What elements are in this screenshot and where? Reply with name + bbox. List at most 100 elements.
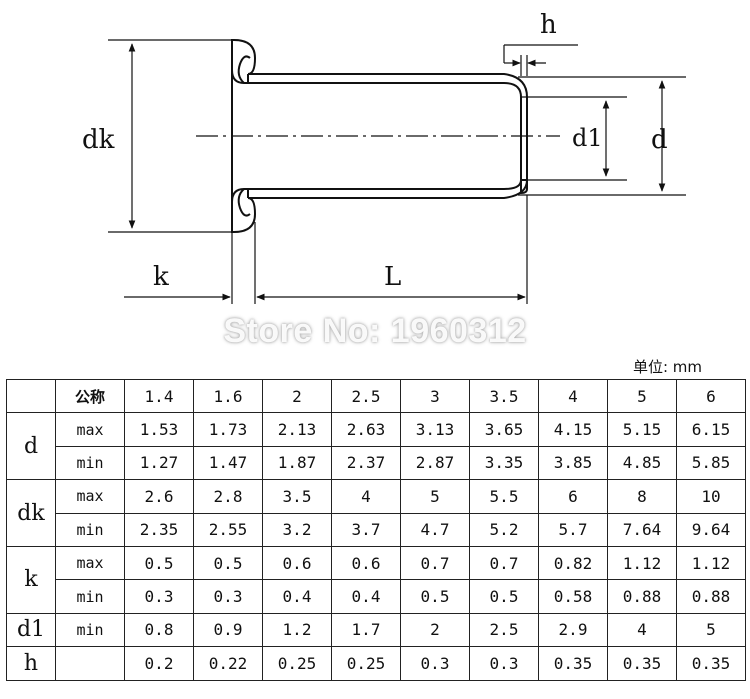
value-cell: 5 <box>676 612 746 648</box>
store-watermark: Store No: 1960312 <box>223 312 527 350</box>
group-label-h: h <box>6 646 56 681</box>
value-cell: 0.5 <box>469 579 539 614</box>
value-cell: 0.5 <box>193 545 263 581</box>
value-cell: 0.5 <box>124 545 194 581</box>
value-cell: 0.25 <box>331 646 401 681</box>
value-cell: 0.22 <box>193 646 263 681</box>
value-cell: 5 <box>400 479 470 514</box>
value-cell: 6 <box>538 479 608 514</box>
sub-label: max <box>55 479 125 514</box>
value-cell: 0.7 <box>400 545 470 581</box>
sub-label: max <box>55 545 125 581</box>
sub-label: min <box>55 512 125 547</box>
sub-label <box>55 646 125 681</box>
value-cell: 0.88 <box>676 579 746 614</box>
value-cell: 6.15 <box>676 412 746 447</box>
label-k: k <box>153 262 169 292</box>
value-cell: 5.2 <box>469 512 539 547</box>
d1-dimension <box>521 96 627 181</box>
value-cell: 2.63 <box>331 412 401 447</box>
value-cell: 2.8 <box>193 479 263 514</box>
value-cell: 2.55 <box>193 512 263 547</box>
value-cell: 0.3 <box>124 579 194 614</box>
value-cell: 1.7 <box>331 612 401 648</box>
label-h: h <box>540 10 557 40</box>
sub-label: min <box>55 445 125 481</box>
size-header: 1.6 <box>193 378 263 414</box>
value-cell: 0.3 <box>193 579 263 614</box>
d-dimension <box>518 76 686 196</box>
group-label-dk: dk <box>6 479 56 547</box>
size-header: 6 <box>676 378 746 414</box>
value-cell: 0.82 <box>538 545 608 581</box>
value-cell: 1.53 <box>124 412 194 447</box>
value-cell: 8 <box>607 479 677 514</box>
h-dimension <box>503 44 578 76</box>
label-d1: d1 <box>572 124 603 152</box>
label-d: d <box>651 125 668 155</box>
value-cell: 0.3 <box>400 646 470 681</box>
value-cell: 2.9 <box>538 612 608 648</box>
group-label-d1: d1 <box>6 612 56 648</box>
value-cell: 0.7 <box>469 545 539 581</box>
value-cell: 0.6 <box>262 545 332 581</box>
group-label-k: k <box>6 545 56 614</box>
value-cell: 3.65 <box>469 412 539 447</box>
value-cell: 2.13 <box>262 412 332 447</box>
value-cell: 0.35 <box>538 646 608 681</box>
value-cell: 7.64 <box>607 512 677 547</box>
size-header: 1.4 <box>124 378 194 414</box>
value-cell: 5.7 <box>538 512 608 547</box>
value-cell: 2 <box>400 612 470 648</box>
value-cell: 0.35 <box>676 646 746 681</box>
value-cell: 1.87 <box>262 445 332 481</box>
value-cell: 3.13 <box>400 412 470 447</box>
nominal-label: 公称 <box>55 378 125 414</box>
label-L: L <box>384 262 401 292</box>
size-header: 2 <box>262 378 332 414</box>
value-cell: 0.6 <box>331 545 401 581</box>
value-cell: 4 <box>607 612 677 648</box>
label-dk: dk <box>82 125 115 155</box>
value-cell: 3.7 <box>331 512 401 547</box>
sub-label: max <box>55 412 125 447</box>
value-cell: 10 <box>676 479 746 514</box>
size-header: 3 <box>400 378 470 414</box>
corner-cell <box>6 378 56 414</box>
eyelet-technical-drawing: dk k L h d1 d <box>82 10 686 304</box>
value-cell: 3.5 <box>262 479 332 514</box>
value-cell: 2.87 <box>400 445 470 481</box>
value-cell: 0.35 <box>607 646 677 681</box>
value-cell: 0.2 <box>124 646 194 681</box>
group-label-d: d <box>6 412 56 481</box>
value-cell: 0.88 <box>607 579 677 614</box>
value-cell: 2.35 <box>124 512 194 547</box>
value-cell: 3.85 <box>538 445 608 481</box>
sub-label: min <box>55 612 125 648</box>
sub-label: min <box>55 579 125 614</box>
value-cell: 0.4 <box>262 579 332 614</box>
value-cell: 2.37 <box>331 445 401 481</box>
value-cell: 4.7 <box>400 512 470 547</box>
value-cell: 0.5 <box>400 579 470 614</box>
value-cell: 3.2 <box>262 512 332 547</box>
value-cell: 4.85 <box>607 445 677 481</box>
value-cell: 1.73 <box>193 412 263 447</box>
value-cell: 3.35 <box>469 445 539 481</box>
value-cell: 5.15 <box>607 412 677 447</box>
value-cell: 5.5 <box>469 479 539 514</box>
value-cell: 0.58 <box>538 579 608 614</box>
value-cell: 0.8 <box>124 612 194 648</box>
value-cell: 4.15 <box>538 412 608 447</box>
